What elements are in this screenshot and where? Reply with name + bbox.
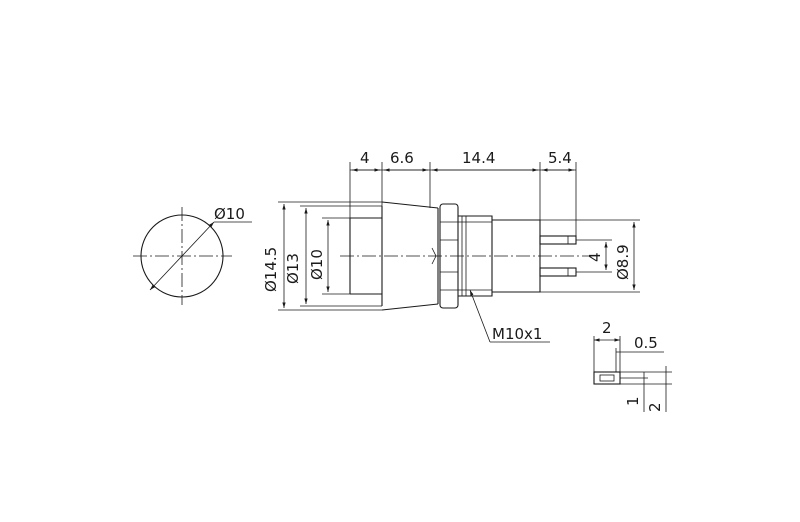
thread-label: M10x1 (492, 325, 542, 343)
terminal-detail (593, 371, 621, 385)
hex-nut (439, 203, 459, 309)
dim-right-2: Ø8.9 (614, 244, 632, 280)
dim-top-3: 14.4 (462, 149, 495, 167)
terminal-bottom (539, 267, 577, 277)
detail-dim-top-1: 2 (602, 319, 612, 337)
bezel (381, 201, 439, 311)
dim-left-1: Ø14.5 (262, 247, 280, 292)
button-cap (349, 206, 383, 306)
thread-body (458, 215, 493, 297)
detail-dim-right-1: 1 (624, 396, 642, 406)
detail-dim-top-2: 0.5 (634, 334, 658, 352)
dim-top-1: 4 (360, 149, 370, 167)
detail-view: 2 0.5 1 2 (593, 319, 672, 412)
front-view: Ø10 (133, 205, 252, 305)
dim-left-3: Ø10 (308, 249, 326, 280)
dim-right-1: 4 (586, 252, 604, 262)
detail-dim-right-2: 2 (646, 402, 664, 412)
dim-top-2: 6.6 (390, 149, 414, 167)
dim-top-4: 5.4 (548, 149, 572, 167)
side-view: 4 6.6 14.4 5.4 Ø14.5 Ø13 Ø10 4 Ø8.9 M10x… (262, 149, 640, 343)
front-diameter-label: Ø10 (214, 205, 245, 223)
dim-left-2: Ø13 (284, 253, 302, 284)
thread-leader (469, 289, 491, 343)
front-diameter-leader (149, 221, 215, 291)
rear-body (492, 219, 541, 293)
terminal-top (539, 235, 577, 245)
